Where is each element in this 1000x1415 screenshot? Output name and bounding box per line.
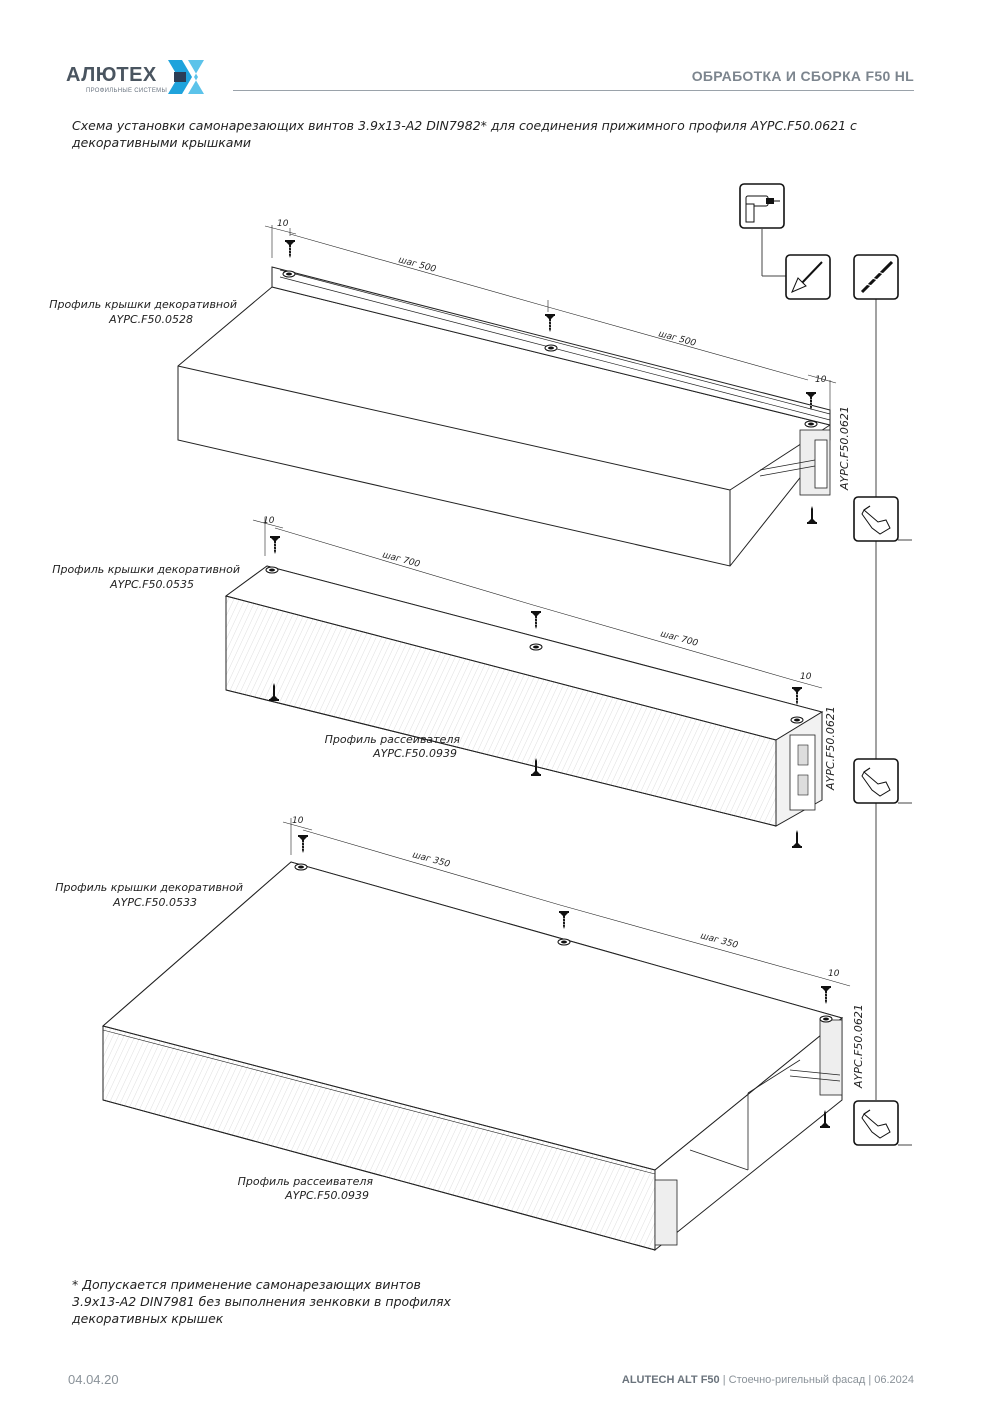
logo-subtext: ПРОФИЛЬНЫЕ СИСТЕМЫ [86,88,168,94]
page-title: ОБРАБОТКА И СБОРКА F50 HL [691,68,914,84]
dim-edge-left: 10 [263,516,275,526]
diffuser-label-line2: AYPC.F50.0939 [372,747,457,760]
tool-icons [739,183,912,1146]
footnote: * Допускается применение самонарезающих … [72,1276,472,1327]
pressure-profile-label: AYPC.F50.0621 [852,1004,865,1089]
dim-step-1: шаг 350 [411,850,451,870]
cover-label-line1: Профиль крышки декоративной [49,298,237,311]
dim-step-1: шаг 700 [381,550,421,570]
cover-label-line2: AYPC.F50.0528 [108,313,193,326]
cover-profile-0533-assembly: 10 шаг 350 шаг 350 10 Профиль крышки дек… [55,816,865,1252]
footer-brand: ALUTECH ALT F50 [621,1374,720,1386]
cover-label-line2: AYPC.F50.0535 [109,578,194,591]
diffuser-label-line1: Профиль рассеивателя [238,1175,374,1188]
countersink-bit-icon [785,254,831,300]
dim-edge-left: 10 [292,816,304,826]
pressure-profile-label: AYPC.F50.0621 [838,406,851,491]
hand-screw-icon [853,758,899,804]
cover-label-line1: Профиль крышки декоративной [55,881,243,894]
dim-edge-left: 10 [277,219,289,229]
dim-step-2: шаг 350 [699,931,739,951]
dim-edge-right: 10 [828,969,840,979]
cover-profile-0528-assembly: 10 шаг 500 шаг 500 10 Профиль крышки дек… [49,219,851,567]
drill-bit-icon [853,254,899,300]
cover-profile-0535-assembly: 10 шаг 700 шаг 700 10 Профиль крышки дек… [52,516,837,848]
dim-step-2: шаг 700 [659,629,699,649]
header-divider [233,90,914,91]
logo-text: АЛЮТЕХ [66,64,157,86]
cover-label-line2: AYPC.F50.0533 [112,896,197,909]
footnote-line: 3.9x13-A2 DIN7981 без выполнения зенковк… [72,1294,451,1309]
dim-step-2: шаг 500 [657,329,697,349]
dim-edge-right: 10 [815,375,827,385]
dim-step-1: шаг 500 [397,255,437,275]
dim-edge-right: 10 [800,672,812,682]
footnote-line: * Допускается применение самонарезающих … [72,1277,421,1292]
footer-caption: ALUTECH ALT F50 | Стоечно-ригельный фаса… [622,1374,914,1386]
hand-screw-icon [853,1100,899,1146]
company-logo: АЛЮТЕХ ПРОФИЛЬНЫЕ СИСТЕМЫ [66,58,216,98]
diffuser-label-line1: Профиль рассеивателя [325,733,461,746]
pressure-profile-label: AYPC.F50.0621 [824,706,837,791]
logo-mark-icon [168,60,204,94]
hand-screw-icon [853,496,899,542]
footer-subtitle: | Стоечно-ригельный фасад | 06.2024 [722,1374,914,1386]
cover-label-line1: Профиль крышки декоративной [52,563,240,576]
footer-date: 04.04.20 [68,1372,119,1387]
intro-text: Схема установки самонарезающих винтов 3.… [72,118,857,150]
diffuser-label-line2: AYPC.F50.0939 [284,1189,369,1202]
footnote-line: декоративных крышек [72,1311,224,1326]
drill-icon [739,183,785,229]
